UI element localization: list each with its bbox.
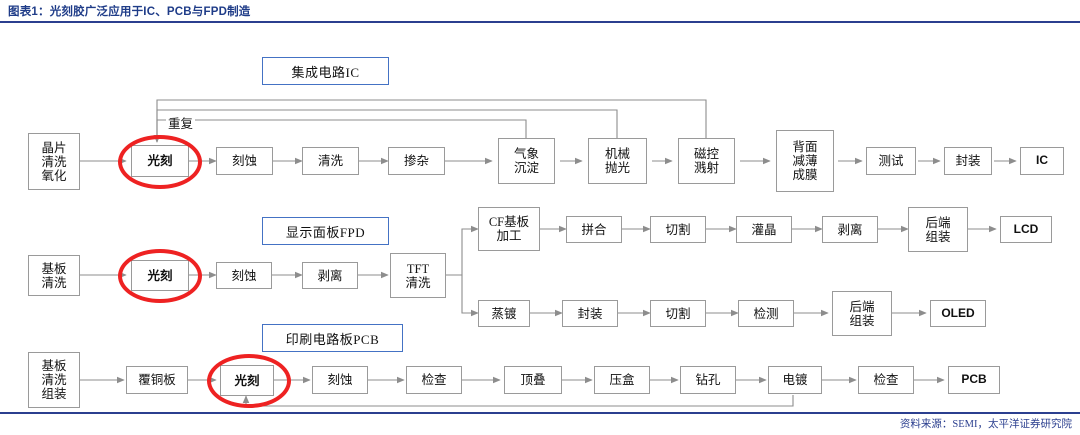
node-ic-dope[interactable]: 掺杂 [388, 147, 445, 175]
node-pcb-etch[interactable]: 刻蚀 [312, 366, 368, 394]
node-fpd-evap[interactable]: 蒸镀 [478, 300, 530, 327]
source-note: 资料来源：SEMI，太平洋证券研究院 [899, 419, 1072, 430]
node-pcb-check1[interactable]: 检查 [406, 366, 462, 394]
node-fpd-etch[interactable]: 刻蚀 [216, 262, 272, 289]
node-fpd-pack[interactable]: 封装 [562, 300, 618, 327]
section-label-pcb: 印刷电路板PCB [262, 324, 403, 352]
node-fpd-oled[interactable]: OLED [930, 300, 986, 327]
node-fpd-assemble[interactable]: 拼合 [566, 216, 622, 243]
node-pcb-plate[interactable]: 电镀 [768, 366, 822, 394]
node-pcb-litho[interactable]: 光刻 [220, 365, 274, 396]
node-ic-etch[interactable]: 刻蚀 [216, 147, 273, 175]
node-fpd-lcd[interactable]: LCD [1000, 216, 1052, 243]
node-pcb-check2[interactable]: 检查 [858, 366, 914, 394]
section-label-ic: 集成电路IC [262, 57, 389, 85]
node-fpd-start[interactable]: 基板 清洗 [28, 255, 80, 296]
footer-rule [0, 412, 1080, 414]
node-fpd-fill[interactable]: 灌晶 [736, 216, 792, 243]
node-pcb-output[interactable]: PCB [948, 366, 1000, 394]
node-fpd-strip[interactable]: 剥离 [302, 262, 358, 289]
node-pcb-drill[interactable]: 钻孔 [680, 366, 736, 394]
header-rule [0, 21, 1080, 23]
node-pcb-start[interactable]: 基板 清洗 组装 [28, 352, 80, 408]
section-label-fpd: 显示面板FPD [262, 217, 389, 245]
node-ic-sputter[interactable]: 磁控 溅射 [678, 138, 735, 184]
node-fpd-strip2[interactable]: 剥离 [822, 216, 878, 243]
node-pcb-stack[interactable]: 顶叠 [504, 366, 562, 394]
node-fpd-backend-oled[interactable]: 后端 组装 [832, 291, 892, 336]
node-ic-test[interactable]: 测试 [866, 147, 916, 175]
node-fpd-inspect[interactable]: 检测 [738, 300, 794, 327]
node-ic-output[interactable]: IC [1020, 147, 1064, 175]
node-ic-litho[interactable]: 光刻 [131, 145, 189, 177]
node-fpd-cut2[interactable]: 切割 [650, 300, 706, 327]
node-ic-start[interactable]: 晶片 清洗 氧化 [28, 133, 80, 190]
node-pcb-press[interactable]: 压盒 [594, 366, 650, 394]
node-pcb-ccl[interactable]: 覆铜板 [126, 366, 188, 394]
node-fpd-cut1[interactable]: 切割 [650, 216, 706, 243]
node-ic-package[interactable]: 封装 [944, 147, 992, 175]
node-fpd-litho[interactable]: 光刻 [131, 260, 189, 291]
node-ic-polish[interactable]: 机械 抛光 [588, 138, 647, 184]
node-fpd-cf[interactable]: CF基板 加工 [478, 207, 540, 251]
figure-title: 图表1：光刻胶广泛应用于IC、PCB与FPD制造 [8, 6, 251, 18]
node-ic-vapor[interactable]: 气象 沉淀 [498, 138, 555, 184]
node-fpd-backend-lcd[interactable]: 后端 组装 [908, 207, 968, 252]
node-ic-clean[interactable]: 清洗 [302, 147, 359, 175]
repeat-annotation: 重复 [166, 113, 196, 132]
node-fpd-tft[interactable]: TFT 清洗 [390, 253, 446, 298]
node-ic-thinfilm[interactable]: 背面 减薄 成膜 [776, 130, 834, 192]
